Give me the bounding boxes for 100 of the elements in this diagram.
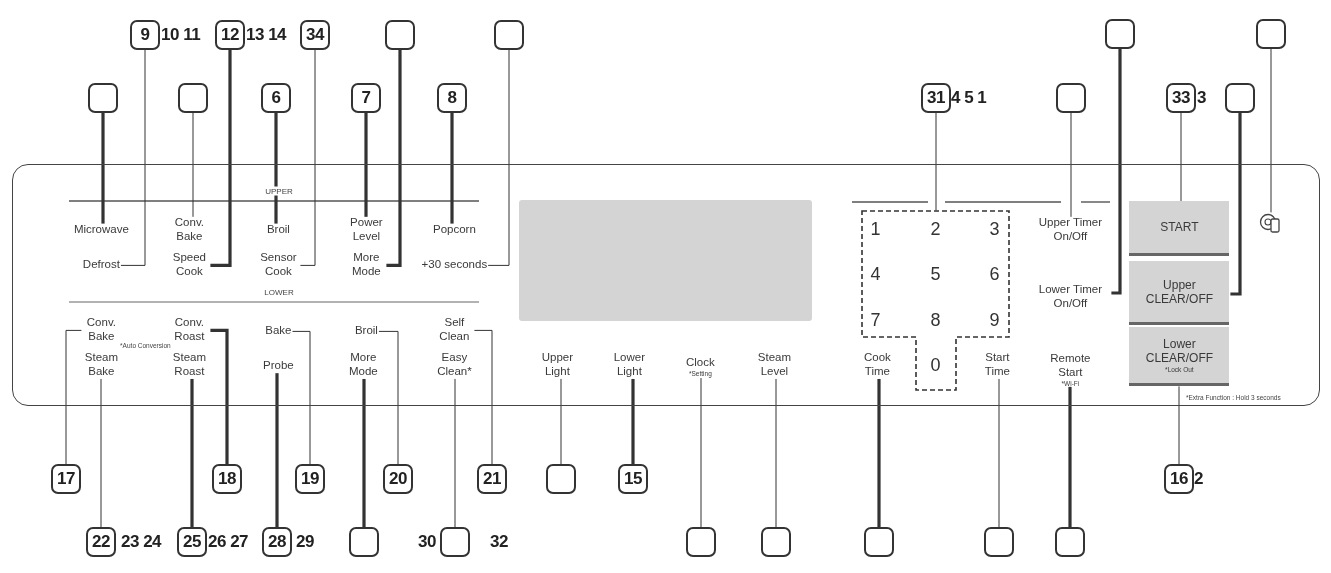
callout-number: 12 (215, 20, 245, 50)
leader-line (192, 112, 194, 218)
key-label: 7 (870, 309, 881, 331)
leader-line (454, 378, 456, 528)
section-heading: LOWER (262, 287, 296, 297)
key-label: Broil (266, 223, 290, 238)
display-screen (519, 200, 813, 322)
key-label: 9 (989, 309, 1000, 331)
key-label: Upper Timer On/Off (1030, 216, 1111, 244)
leader-line (450, 113, 454, 224)
key-label: Steam Level (754, 351, 795, 379)
key-label: 8 (930, 309, 941, 331)
key-label: More Mode (347, 251, 386, 279)
leader-line (120, 49, 146, 266)
callout-number: 34 (300, 20, 330, 50)
key-label: Sensor Cook (257, 251, 300, 279)
leader-line (210, 328, 229, 464)
key-label: Upper Light (537, 351, 578, 379)
leader-line (560, 378, 562, 465)
leader-line (1270, 48, 1272, 213)
callout-number: 18 (212, 464, 242, 494)
panel-button: START (1129, 201, 1230, 257)
leader-line (775, 378, 777, 528)
leader-line (631, 378, 635, 464)
key-label: Self Clean (435, 316, 474, 344)
key-label: 4 (870, 263, 881, 285)
callout-number: 22 (86, 527, 116, 557)
key-label: Lower Timer On/Off (1030, 283, 1111, 311)
key-label: 3 (989, 218, 1000, 240)
leader-line (998, 378, 1000, 528)
callout-number: 3 (1197, 88, 1206, 108)
leader-line (378, 330, 399, 465)
callout-number: 29 (296, 532, 314, 552)
key-label: Conv. Roast (169, 316, 210, 344)
key-label: Remote Start (1049, 351, 1092, 380)
callout-number: 20 (383, 464, 413, 494)
blank-callout-box (686, 527, 716, 557)
leader-line (877, 378, 881, 527)
leader-line (65, 329, 82, 465)
callout-number: 9 (130, 20, 160, 50)
blank-callout-box (1056, 83, 1086, 113)
leader-line (473, 329, 493, 465)
key-label: Power Level (346, 216, 387, 244)
key-label: Popcorn (432, 223, 476, 238)
leader-line (1111, 49, 1122, 295)
blank-callout-box (494, 20, 524, 50)
blank-callout-box (546, 464, 576, 494)
callout-number: 19 (295, 464, 325, 494)
callout-number: 25 (177, 527, 207, 557)
callout-number: 32 (490, 532, 508, 552)
callout-number: 28 (262, 527, 292, 557)
key-label: Defrost (82, 258, 120, 273)
leader-line (1070, 112, 1072, 218)
leader-line (1178, 385, 1180, 465)
callout-number: 17 (51, 464, 81, 494)
blank-callout-box (349, 527, 379, 557)
leader-line (1068, 386, 1072, 527)
blank-callout-box (385, 20, 415, 50)
key-label: Lower Light (609, 351, 650, 379)
key-label: Speed Cook (169, 251, 210, 279)
key-label: Probe (263, 359, 294, 374)
key-label: +30 seconds (421, 258, 488, 273)
leader-line (700, 377, 702, 528)
blank-callout-box (864, 527, 894, 557)
leader-line (362, 378, 366, 527)
blank-callout-box (88, 83, 118, 113)
callout-number: 30 (418, 532, 436, 552)
key-label: Conv. Bake (170, 216, 209, 244)
section-heading: UPPER (263, 186, 295, 196)
callout-number: 6 (261, 83, 291, 113)
leader-line (275, 373, 279, 527)
leader-line (935, 112, 937, 211)
key-label: Cook Time (859, 351, 896, 379)
blank-callout-box (761, 527, 791, 557)
key-label: Conv. Bake (82, 316, 121, 344)
callout-number: 15 (618, 464, 648, 494)
leader-line (292, 330, 311, 465)
blank-callout-box (1256, 19, 1286, 49)
callout-number: 16 (1164, 464, 1194, 494)
callout-number: 8 (437, 83, 467, 113)
leader-line (1230, 113, 1242, 296)
callout-number: 31 (921, 83, 951, 113)
key-label: More Mode (344, 351, 383, 379)
callout-number: 4 5 1 (951, 88, 987, 108)
callout-number: 23 24 (121, 532, 162, 552)
leader-line (101, 113, 105, 224)
key-label: Steam Roast (169, 351, 210, 379)
key-label: 5 (930, 263, 941, 285)
blank-callout-box (440, 527, 470, 557)
leader-line (100, 378, 102, 528)
key-label: Microwave (73, 223, 129, 238)
key-label: 0 (930, 354, 941, 376)
callout-number: 21 (477, 464, 507, 494)
key-label: Clock (686, 356, 715, 371)
leader-line (364, 113, 368, 217)
blank-callout-box (1105, 19, 1135, 49)
callout-number: 33 (1166, 83, 1196, 113)
leader-line (274, 113, 278, 224)
key-label: 6 (989, 263, 1000, 285)
key-label: 2 (930, 218, 941, 240)
